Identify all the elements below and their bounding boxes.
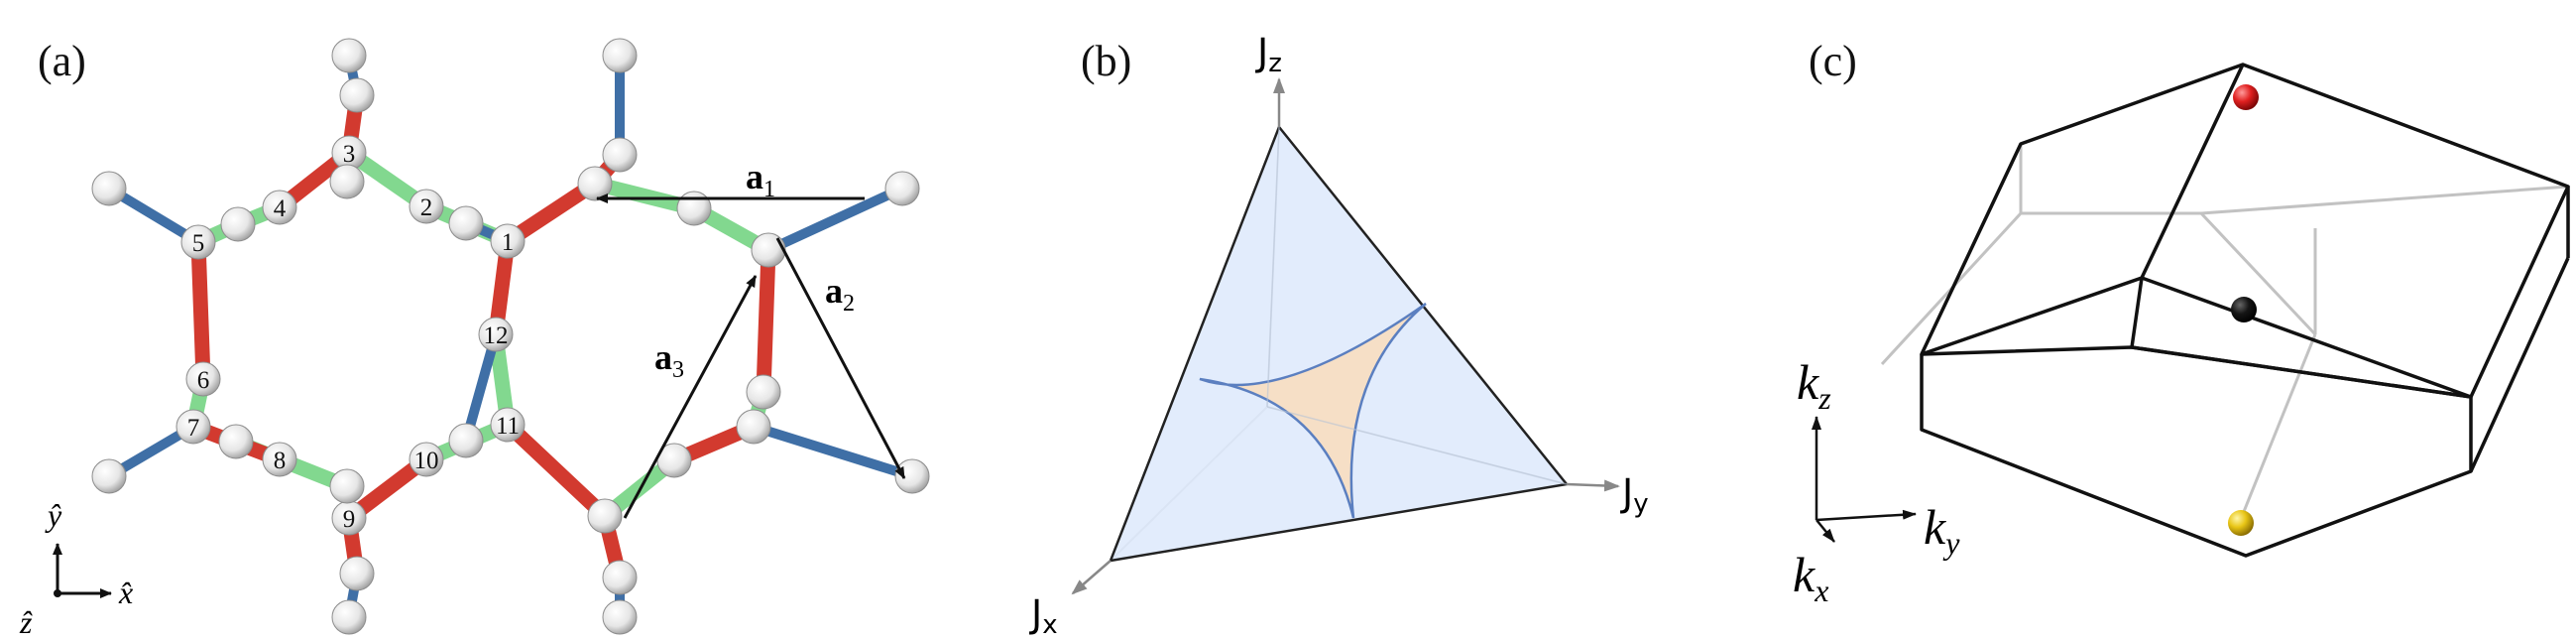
lattice-site	[331, 38, 367, 73]
lattice-site	[448, 423, 484, 458]
lattice-site	[736, 409, 771, 445]
a1-label: a1	[746, 157, 775, 202]
lattice-site	[262, 442, 297, 477]
jx-label: Jx	[1029, 592, 1058, 640]
ky-label: ky	[1924, 499, 1960, 561]
panel-b-label: (b)	[1081, 37, 1132, 85]
jz-label: Jz	[1255, 31, 1282, 78]
site-number-12: 12	[484, 322, 509, 349]
bond-z	[749, 422, 917, 481]
panel-c: (c)	[1686, 0, 2576, 642]
bond-x	[500, 417, 613, 524]
bond-x	[756, 242, 776, 400]
lattice-site	[602, 137, 638, 173]
lattice-site	[602, 599, 638, 635]
red-point	[2233, 84, 2259, 110]
lattice-site	[262, 190, 297, 225]
site-number-6: 6	[197, 367, 210, 394]
jy-axis	[1566, 479, 1620, 492]
a2-label: a2	[825, 271, 855, 317]
lattice-site	[894, 458, 930, 494]
lattice-site	[176, 409, 211, 445]
kx-label: kx	[1793, 547, 1828, 608]
site-number-4: 4	[274, 195, 287, 222]
gapless-region	[1199, 302, 1427, 519]
lattice-site	[180, 224, 216, 260]
bond-x	[500, 176, 603, 249]
lattice-site	[884, 171, 920, 206]
lattice-site	[331, 599, 367, 635]
yellow-point	[2228, 510, 2254, 536]
lattice-site	[91, 458, 127, 494]
site-number-8: 8	[274, 448, 287, 474]
bond-z	[461, 329, 501, 446]
lattice-site	[490, 223, 526, 259]
lattice-site	[329, 468, 365, 504]
panel-b: (b) Jz Jy Jx	[1011, 0, 1686, 642]
panel-a-label: (a)	[38, 37, 86, 85]
x-axis-label: x̂	[118, 575, 133, 610]
lattice-site	[339, 77, 375, 113]
bz-hidden-edges	[1880, 144, 2569, 525]
lattice-site	[91, 171, 127, 206]
site-number-11: 11	[496, 413, 520, 440]
lattice-site	[751, 232, 786, 268]
panel-c-label: (c)	[1809, 37, 1857, 85]
kz-label: kz	[1797, 354, 1831, 416]
a2-arrow	[775, 237, 906, 479]
lattice-site	[339, 556, 375, 591]
site-number-7: 7	[187, 415, 200, 442]
lattice-site	[746, 374, 781, 410]
lattice-site	[220, 206, 256, 242]
a3-arrow	[623, 275, 758, 519]
lattice-site	[602, 560, 638, 595]
coordinate-axes: ŷ x̂ ẑ	[19, 497, 133, 640]
k-axes: kz ky kx	[1793, 354, 1960, 608]
site-number-10: 10	[414, 448, 439, 474]
bond-z	[763, 184, 907, 255]
lattice-sites	[91, 38, 930, 635]
kitaev-phase-diagram: Jz Jy Jx	[1029, 31, 1649, 640]
site-number-3: 3	[343, 141, 356, 168]
bz-visible-edges	[1920, 63, 2570, 558]
lattice-site	[329, 164, 365, 199]
lattice-site	[448, 205, 484, 241]
y-axis-label: ŷ	[45, 497, 62, 533]
a3-label: a3	[654, 337, 684, 383]
lattice-site	[602, 38, 638, 73]
phase-triangle	[1109, 124, 1570, 563]
z-axis-label: ẑ	[19, 604, 33, 640]
site-number-5: 5	[192, 230, 205, 257]
jx-axis	[1071, 560, 1112, 595]
site-number-9: 9	[343, 506, 356, 533]
lattice-site	[577, 166, 613, 201]
lattice-site	[409, 189, 444, 224]
site-number-1: 1	[502, 229, 515, 256]
lattice-site	[185, 361, 221, 397]
bond-x	[190, 234, 211, 387]
brillouin-zone: kz ky kx	[1793, 63, 2570, 608]
lattice-site	[218, 424, 254, 459]
site-number-2: 2	[420, 194, 433, 221]
jy-label: Jy	[1620, 471, 1649, 519]
lattice-site	[478, 317, 514, 352]
lattice-site	[409, 442, 444, 477]
black-point	[2231, 297, 2257, 322]
lattice-site	[490, 407, 526, 443]
lattice-site	[587, 498, 623, 534]
lattice-site	[676, 191, 712, 226]
